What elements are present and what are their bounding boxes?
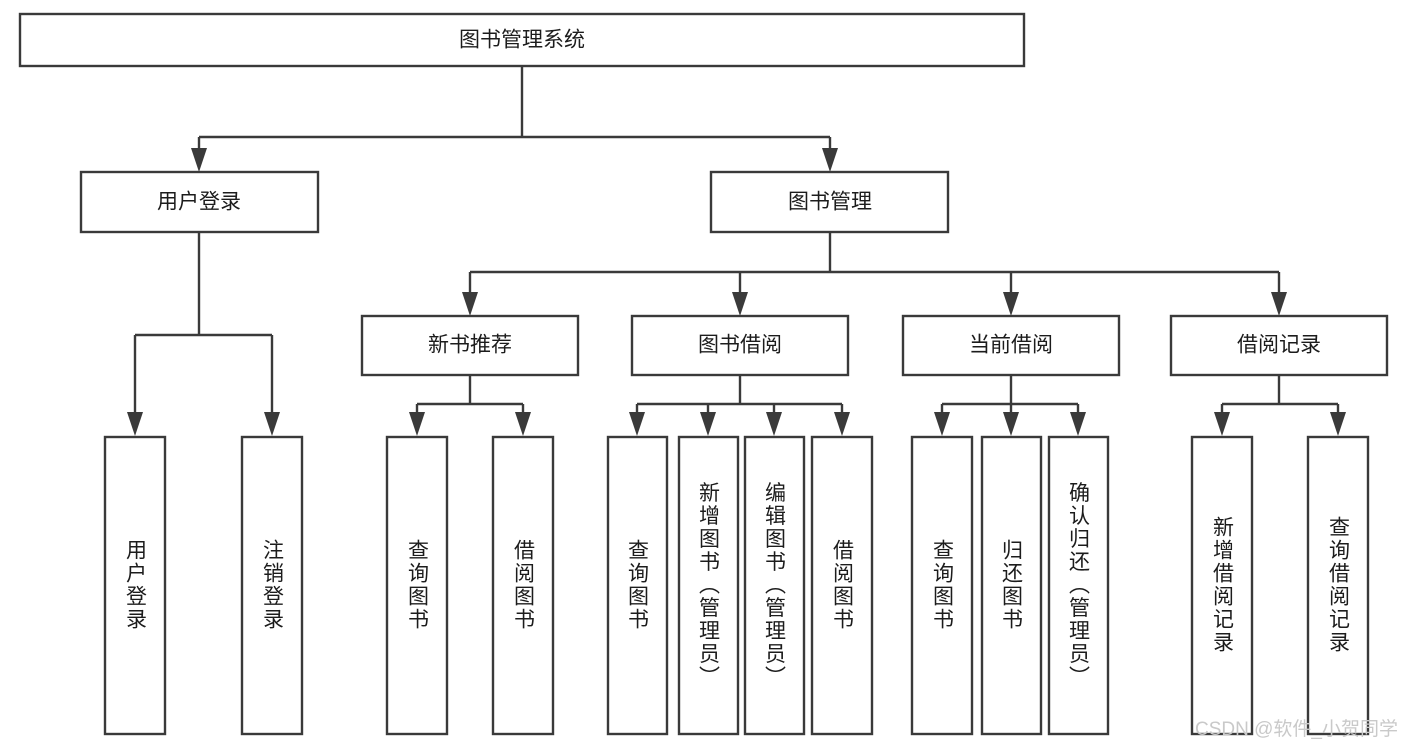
leaf-query-book-2-label: 查询图书 bbox=[626, 539, 650, 631]
node-leaf-add-book[interactable]: 新增图书（管理员） bbox=[677, 435, 740, 736]
arrow-current-borrow-leaf-2 bbox=[1003, 412, 1019, 436]
csdn-watermark: CSDN @软件_小贺同学 bbox=[1195, 718, 1398, 740]
leaf-user-login-label: 用户登录 bbox=[124, 539, 148, 631]
node-book-management[interactable]: 图书管理 bbox=[709, 170, 950, 234]
arrow-current-borrow-leaf-1 bbox=[934, 412, 950, 436]
book-borrow-box[interactable] bbox=[630, 314, 850, 377]
node-book-borrow[interactable]: 图书借阅 bbox=[630, 314, 850, 377]
leaf-query-book-1-label: 查询图书 bbox=[406, 539, 430, 631]
node-leaf-logout-login[interactable]: 注销登录 bbox=[240, 435, 304, 736]
arrow-bm-to-book-borrow bbox=[732, 292, 748, 316]
leaf-borrow-book-2-label: 借阅图书 bbox=[831, 539, 855, 631]
node-current-borrow[interactable]: 当前借阅 bbox=[901, 314, 1121, 377]
arrow-book-borrow-leaf-4 bbox=[834, 412, 850, 436]
arrow-bm-to-current-borrow bbox=[1003, 292, 1019, 316]
connector-layer bbox=[127, 66, 1346, 436]
user-login-label: 用户登录 bbox=[157, 191, 241, 214]
new-book-recommend-box[interactable] bbox=[360, 314, 580, 377]
leaf-query-book-1-box[interactable] bbox=[385, 435, 449, 736]
leaf-query-record-box[interactable] bbox=[1306, 435, 1370, 736]
leaf-return-book-label: 归还图书 bbox=[1000, 539, 1024, 631]
node-leaf-confirm-return[interactable]: 确认归还（管理员） bbox=[1047, 435, 1110, 736]
node-leaf-borrow-book-1[interactable]: 借阅图书 bbox=[491, 435, 555, 736]
borrow-record-box[interactable] bbox=[1169, 314, 1389, 377]
borrow-record-label: 借阅记录 bbox=[1237, 334, 1321, 357]
leaf-edit-book-box[interactable] bbox=[743, 435, 806, 736]
node-leaf-query-book-2[interactable]: 查询图书 bbox=[606, 435, 669, 736]
arrow-borrow-record-leaf-2 bbox=[1330, 412, 1346, 436]
arrow-current-borrow-leaf-3 bbox=[1070, 412, 1086, 436]
root-label: 图书管理系统 bbox=[459, 29, 585, 52]
node-leaf-query-book-1[interactable]: 查询图书 bbox=[385, 435, 449, 736]
leaf-borrow-book-1-box[interactable] bbox=[491, 435, 555, 736]
arrow-bm-to-borrow-record bbox=[1271, 292, 1287, 316]
arrow-root-to-user-login bbox=[191, 148, 207, 172]
leaf-query-book-3-box[interactable] bbox=[910, 435, 974, 736]
user-login-box[interactable] bbox=[79, 170, 320, 234]
node-leaf-edit-book[interactable]: 编辑图书（管理员） bbox=[743, 435, 806, 736]
leaf-confirm-return-label: 确认归还（管理员） bbox=[1067, 482, 1091, 689]
leaf-user-login-box[interactable] bbox=[103, 435, 167, 736]
current-borrow-label: 当前借阅 bbox=[969, 334, 1053, 357]
book-management-box[interactable] bbox=[709, 170, 950, 234]
leaf-confirm-return-box[interactable] bbox=[1047, 435, 1110, 736]
arrow-new-book-leaf-2 bbox=[515, 412, 531, 436]
node-leaf-query-book-3[interactable]: 查询图书 bbox=[910, 435, 974, 736]
leaf-query-book-3-label: 查询图书 bbox=[931, 539, 955, 631]
node-leaf-user-login[interactable]: 用户登录 bbox=[103, 435, 167, 736]
arrow-book-borrow-leaf-2 bbox=[700, 412, 716, 436]
new-book-recommend-label: 新书推荐 bbox=[428, 334, 512, 357]
leaf-return-book-box[interactable] bbox=[980, 435, 1043, 736]
arrow-bm-to-new-book-recommend bbox=[462, 292, 478, 316]
current-borrow-box[interactable] bbox=[901, 314, 1121, 377]
leaf-logout-login-label: 注销登录 bbox=[261, 539, 285, 631]
leaf-borrow-book-2-box[interactable] bbox=[810, 435, 874, 736]
leaf-add-record-label: 新增借阅记录 bbox=[1211, 516, 1235, 654]
leaf-query-book-2-box[interactable] bbox=[606, 435, 669, 736]
arrow-user-login-leaf-1 bbox=[127, 412, 143, 436]
node-new-book-recommend[interactable]: 新书推荐 bbox=[360, 314, 580, 377]
book-borrow-label: 图书借阅 bbox=[698, 334, 782, 357]
leaf-borrow-book-1-label: 借阅图书 bbox=[512, 539, 536, 631]
leaf-query-record-label: 查询借阅记录 bbox=[1327, 516, 1351, 654]
node-leaf-query-record[interactable]: 查询借阅记录 bbox=[1306, 435, 1370, 736]
arrow-book-borrow-leaf-1 bbox=[629, 412, 645, 436]
leaf-add-book-box[interactable] bbox=[677, 435, 740, 736]
arrow-new-book-leaf-1 bbox=[409, 412, 425, 436]
arrow-user-login-leaf-2 bbox=[264, 412, 280, 436]
node-user-login[interactable]: 用户登录 bbox=[79, 170, 320, 234]
leaf-edit-book-label: 编辑图书（管理员） bbox=[763, 482, 787, 689]
arrow-root-to-book-management bbox=[822, 148, 838, 172]
arrow-borrow-record-leaf-1 bbox=[1214, 412, 1230, 436]
leaf-logout-login-box[interactable] bbox=[240, 435, 304, 736]
root-box[interactable] bbox=[18, 12, 1026, 68]
node-leaf-add-record[interactable]: 新增借阅记录 bbox=[1190, 435, 1254, 736]
leaf-add-book-label: 新增图书（管理员） bbox=[697, 482, 721, 689]
node-leaf-return-book[interactable]: 归还图书 bbox=[980, 435, 1043, 736]
book-management-label: 图书管理 bbox=[788, 191, 872, 214]
arrow-book-borrow-leaf-3 bbox=[766, 412, 782, 436]
leaf-add-record-box[interactable] bbox=[1190, 435, 1254, 736]
node-leaf-borrow-book-2[interactable]: 借阅图书 bbox=[810, 435, 874, 736]
node-root[interactable]: 图书管理系统 bbox=[18, 12, 1026, 68]
node-borrow-record[interactable]: 借阅记录 bbox=[1169, 314, 1389, 377]
